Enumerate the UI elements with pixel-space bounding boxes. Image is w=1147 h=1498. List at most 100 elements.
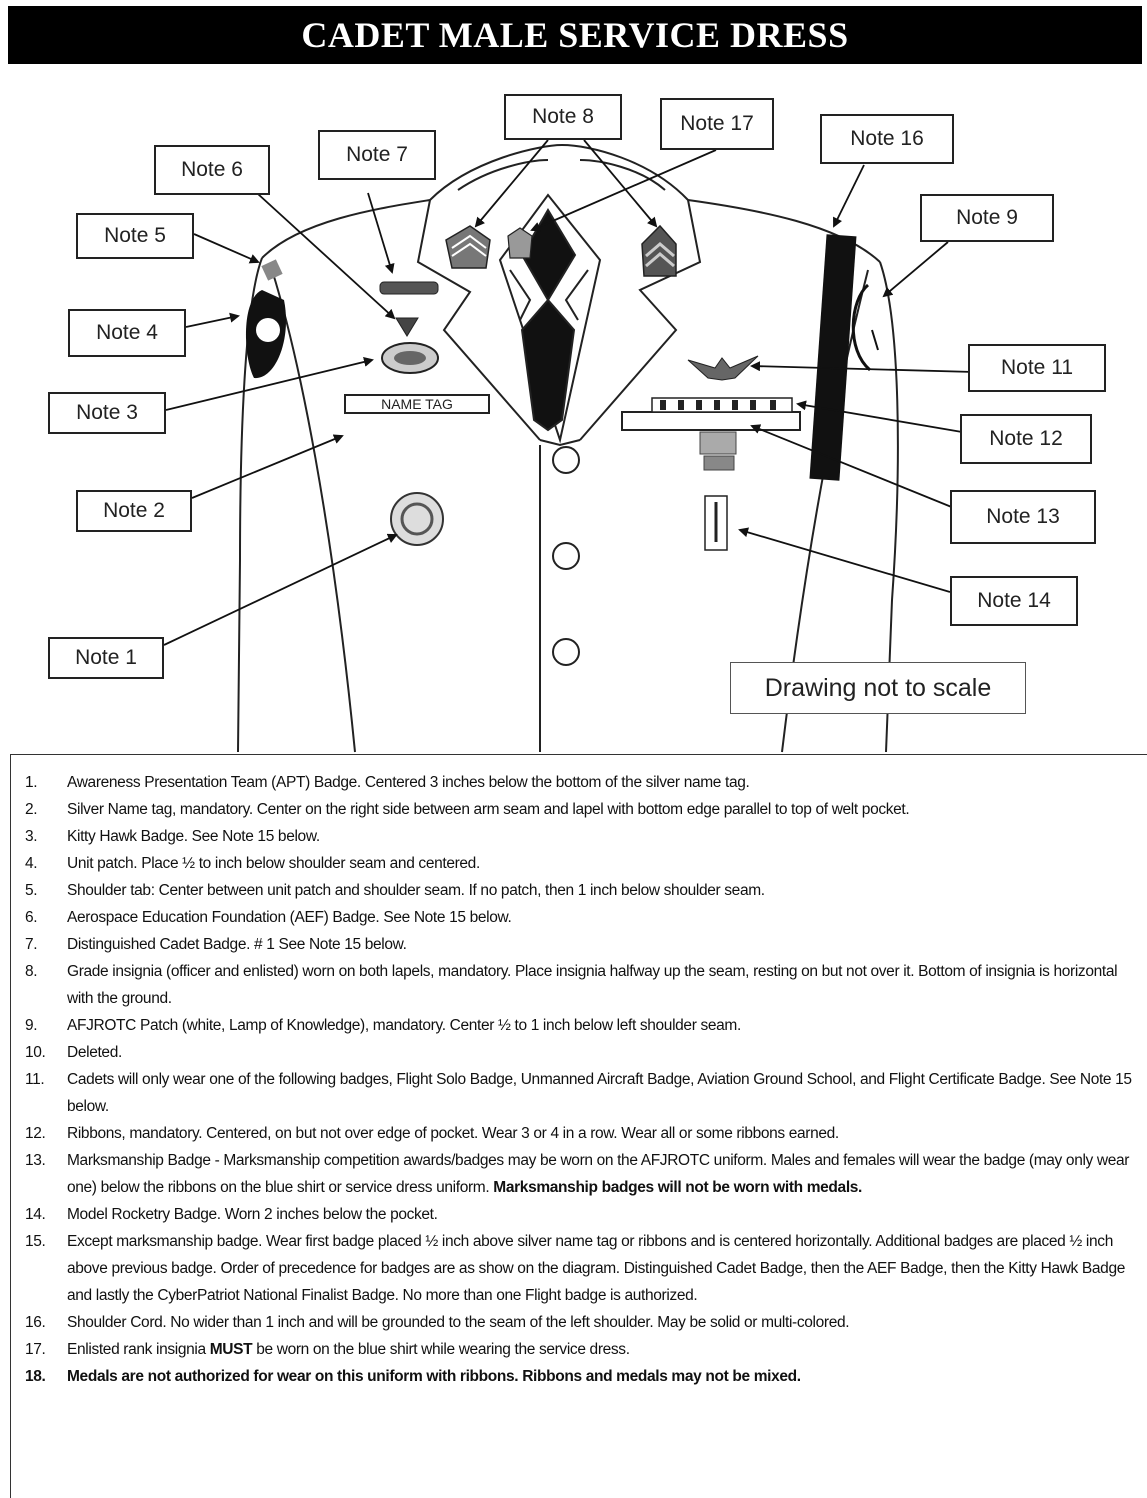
note-emphasis: MUST: [209, 1341, 253, 1358]
note-text: Distinguished Cadet Badge. # 1 See Note …: [67, 936, 407, 953]
callout-note-8: Note 8: [504, 94, 622, 140]
callout-note-3: Note 3: [48, 392, 166, 434]
name-tag-outline: [344, 394, 490, 414]
note-text: Medals are not authorized for wear on th…: [67, 1368, 801, 1385]
note-number: 1.: [25, 774, 38, 791]
notes-list: 1.Awareness Presentation Team (APT) Badg…: [11, 769, 1141, 1390]
marksmanship-badge: [699, 431, 737, 471]
note-text: Cadets will only wear one of the followi…: [67, 1071, 1132, 1115]
note-item: 6. Aerospace Education Foundation (AEF) B…: [11, 904, 1141, 931]
callout-note-6: Note 6: [154, 145, 270, 195]
uniform-drawing: NAME TAG: [163, 139, 975, 753]
note-number: 17.: [25, 1341, 46, 1358]
left-shoulder-seam: [687, 199, 881, 263]
note-text-continued: be worn on the blue shirt while wearing …: [256, 1341, 630, 1358]
button: [552, 638, 580, 666]
note-number: 18.: [25, 1368, 46, 1385]
grade-insignia-right: [445, 225, 491, 269]
aef-badge: [395, 317, 419, 337]
note-number: 8.: [25, 963, 38, 980]
note-number: 13.: [25, 1152, 46, 1169]
callout-note-9: Note 9: [920, 194, 1054, 242]
note-text: Marksmanship Badge - Marksmanship compet…: [67, 1152, 1130, 1196]
callout-note-13: Note 13: [950, 490, 1096, 544]
right-shoulder-seam: [261, 199, 431, 259]
right-lapel: [416, 199, 541, 441]
note-number: 10.: [25, 1044, 46, 1061]
uniform-diagram: NAME TAG Note 1 Note 2 Note 3 Note 4 Not…: [0, 64, 1147, 754]
callout-note-5: Note 5: [76, 213, 194, 259]
note-text: Ribbons, mandatory. Centered, on but not…: [67, 1125, 839, 1142]
name-tag-text: NAME TAG: [381, 396, 453, 412]
left-lapel: [579, 199, 702, 441]
note-item: 13. Marksmanship Badge - Marksmanship com…: [11, 1147, 1141, 1201]
note-text: Aerospace Education Foundation (AEF) Bad…: [67, 909, 512, 926]
note-item: 15. Except marksmanship badge. Wear first…: [11, 1228, 1141, 1309]
leader-lines: [163, 139, 975, 646]
note-text: AFJROTC Patch (white, Lamp of Knowledge)…: [67, 1017, 741, 1034]
callout-note-17: Note 17: [660, 98, 774, 150]
note-text: Enlisted rank insignia: [67, 1341, 206, 1358]
notes-panel: 1.Awareness Presentation Team (APT) Badg…: [10, 754, 1147, 1498]
note-number: 15.: [25, 1233, 46, 1250]
note-number: 7.: [25, 936, 38, 953]
button: [552, 542, 580, 570]
page-title: CADET MALE SERVICE DRESS: [301, 15, 849, 55]
afjrotc-patch: [851, 283, 879, 372]
model-rocketry-badge: [704, 495, 728, 551]
note-text: Model Rocketry Badge. Worn 2 inches belo…: [67, 1206, 438, 1223]
note-text: Kitty Hawk Badge. See Note 15 below.: [67, 828, 320, 845]
note-item: 18. Medals are not authorized for wear on…: [11, 1363, 1141, 1390]
callout-note-12: Note 12: [960, 414, 1092, 464]
note-number: 14.: [25, 1206, 46, 1223]
note-item: 5. Shoulder tab: Center between unit patc…: [11, 877, 1141, 904]
title-bar: CADET MALE SERVICE DRESS: [8, 6, 1142, 64]
right-sleeve-inner: [271, 269, 356, 753]
collar: [429, 143, 689, 201]
note-text: Shoulder tab: Center between unit patch …: [67, 882, 765, 899]
shoulder-cord: [809, 234, 857, 481]
pocket-flap: [621, 411, 801, 431]
flight-badge: [687, 355, 759, 381]
note-number: 6.: [25, 909, 38, 926]
note-item: 3. Kitty Hawk Badge. See Note 15 below.: [11, 823, 1141, 850]
callout-note-14: Note 14: [950, 576, 1078, 626]
note-number: 2.: [25, 801, 38, 818]
button: [552, 446, 580, 474]
note-item: 16. Shoulder Cord. No wider than 1 inch a…: [11, 1309, 1141, 1336]
note-number: 9.: [25, 1017, 38, 1034]
note-item: 14. Model Rocketry Badge. Worn 2 inches b…: [11, 1201, 1141, 1228]
note-item: 10. Deleted.: [11, 1039, 1141, 1066]
note-item: 12. Ribbons, mandatory. Centered, on but …: [11, 1120, 1141, 1147]
shoulder-tab: [261, 259, 283, 281]
note-item: 8. Grade insignia (officer and enlisted) …: [11, 958, 1141, 1012]
callout-note-1: Note 1: [48, 637, 164, 679]
scale-disclaimer: Drawing not to scale: [730, 662, 1026, 714]
note-text: Shoulder Cord. No wider than 1 inch and …: [67, 1314, 850, 1331]
note-item: 7. Distinguished Cadet Badge. # 1 See Not…: [11, 931, 1141, 958]
note-number: 12.: [25, 1125, 46, 1142]
note-emphasis: Marksmanship badges will not be worn wit…: [493, 1179, 862, 1196]
callout-note-2: Note 2: [76, 490, 192, 532]
note-item: 11. Cadets will only wear one of the foll…: [11, 1066, 1141, 1120]
note-text: Except marksmanship badge. Wear first ba…: [67, 1233, 1125, 1304]
right-sleeve-outer: [237, 257, 263, 753]
callout-note-11: Note 11: [968, 344, 1106, 392]
note-text: Grade insignia (officer and enlisted) wo…: [67, 963, 1118, 1007]
note-number: 16.: [25, 1314, 46, 1331]
unit-patch: [245, 290, 287, 379]
note-number: 11.: [25, 1071, 45, 1088]
note-item: 17. Enlisted rank insignia MUST be worn o…: [11, 1336, 1141, 1363]
note-text: Unit patch. Place ½ to inch below should…: [67, 855, 480, 872]
enlisted-rank-shirt: [507, 227, 533, 259]
callout-note-16: Note 16: [820, 114, 954, 164]
ribbons: [651, 397, 793, 413]
callout-note-7: Note 7: [318, 130, 436, 180]
note-number: 4.: [25, 855, 38, 872]
note-text: Silver Name tag, mandatory. Center on th…: [67, 801, 910, 818]
note-text: Deleted.: [67, 1044, 122, 1061]
apt-badge: [390, 492, 444, 546]
note-number: 5.: [25, 882, 38, 899]
note-number: 3.: [25, 828, 38, 845]
note-item: 2. Silver Name tag, mandatory. Center on …: [11, 796, 1141, 823]
